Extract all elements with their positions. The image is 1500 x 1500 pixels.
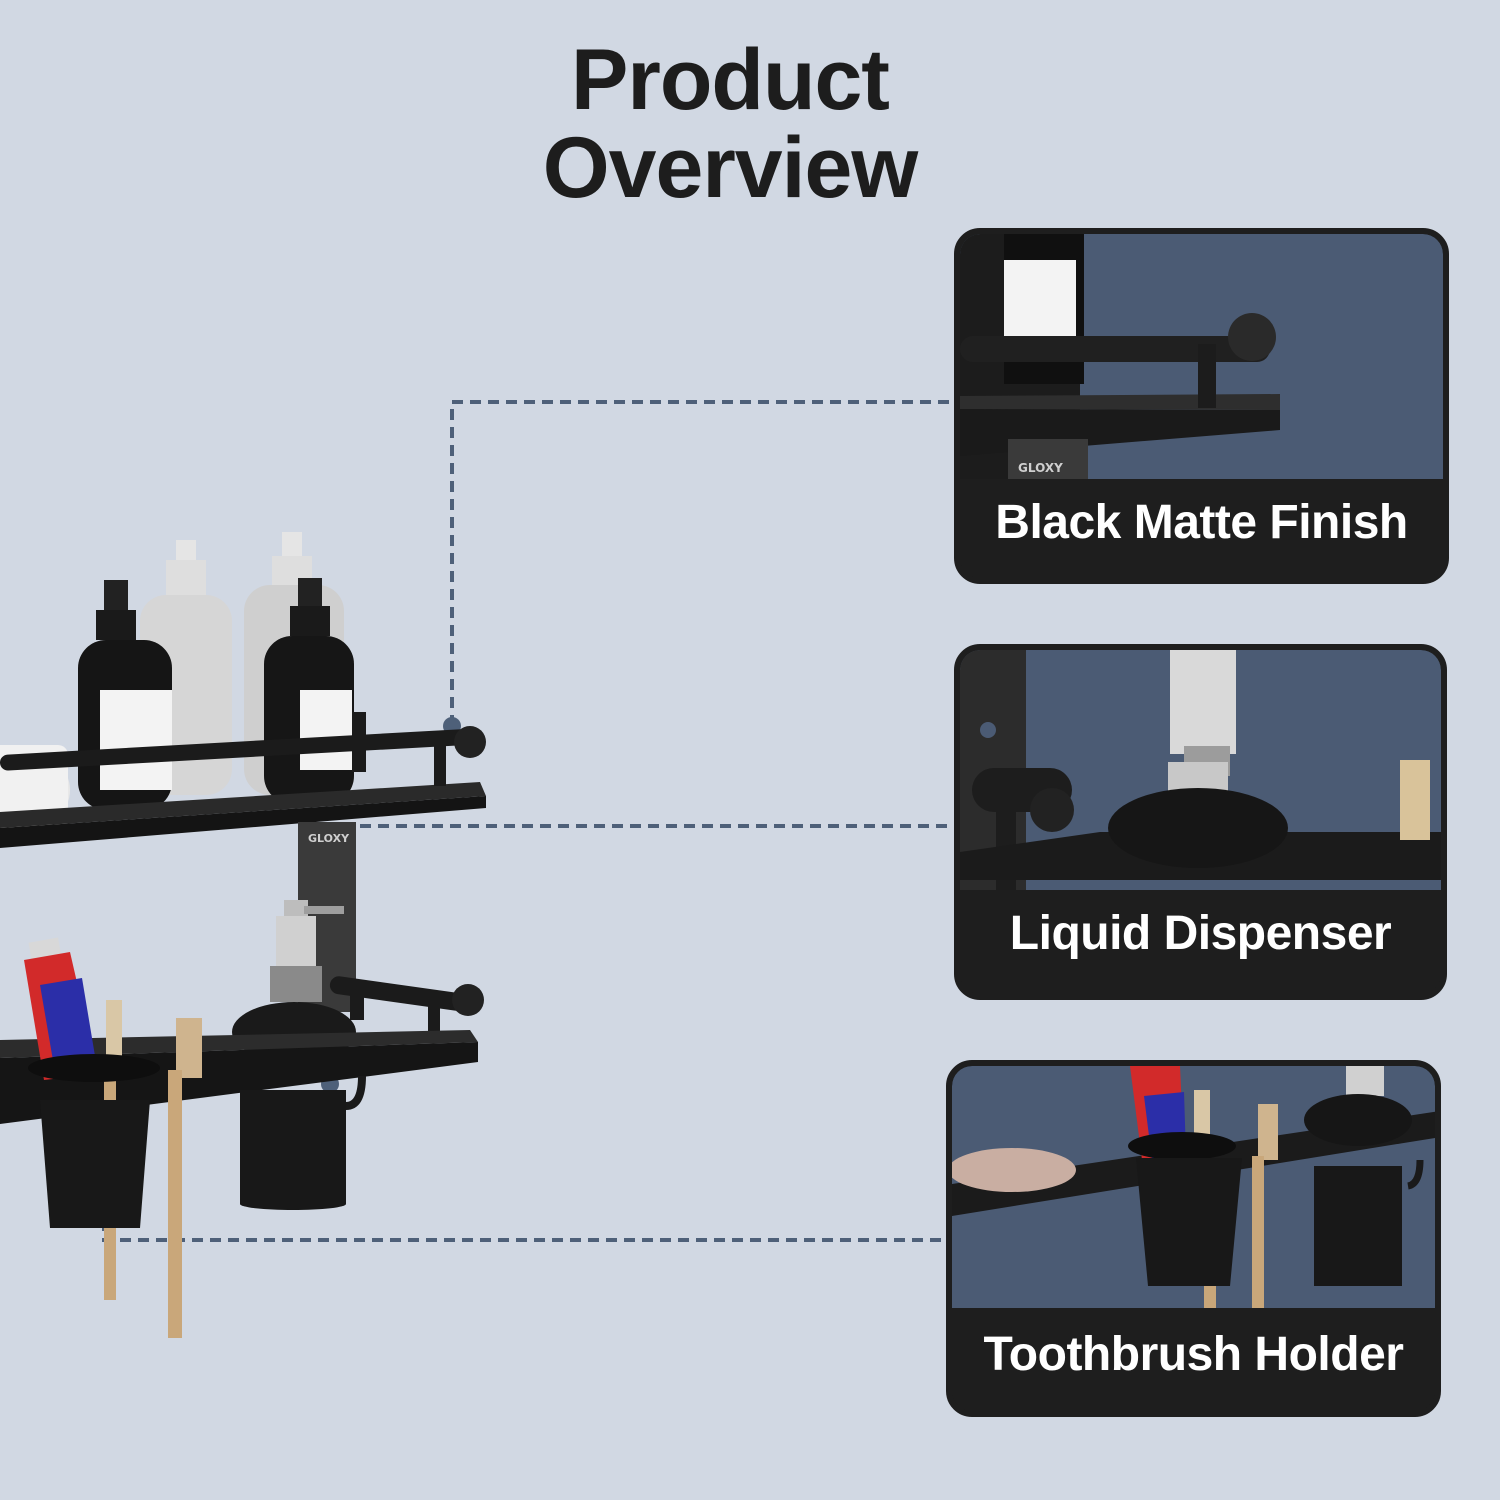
title-line-1: Product — [571, 32, 890, 128]
feature-label: Black Matte Finish — [995, 496, 1408, 549]
connector-black-matte — [450, 400, 954, 726]
feature-photo-dispenser — [960, 650, 1441, 890]
title-line-2: Overview — [542, 120, 918, 216]
brand-logo: GLOXY — [1018, 461, 1063, 475]
bottom-shelf — [0, 900, 484, 1338]
feature-photo-toothbrush — [952, 1066, 1435, 1308]
bottles-top-shelf — [0, 532, 354, 830]
feature-card-toothbrush: Toothbrush Holder — [946, 1060, 1441, 1417]
feature-card-black-matte: GLOXY Black Matte Finish — [954, 228, 1449, 584]
feature-photo-black-matte: GLOXY — [960, 234, 1443, 479]
feature-label: Toothbrush Holder — [983, 1328, 1404, 1381]
feature-card-dispenser: Liquid Dispenser — [954, 644, 1447, 1000]
feature-label: Liquid Dispenser — [1009, 907, 1392, 960]
brand-logo: GLOXY — [308, 832, 350, 845]
page-title: Product Overview — [430, 36, 1030, 212]
connector-toothbrush — [102, 1166, 946, 1242]
